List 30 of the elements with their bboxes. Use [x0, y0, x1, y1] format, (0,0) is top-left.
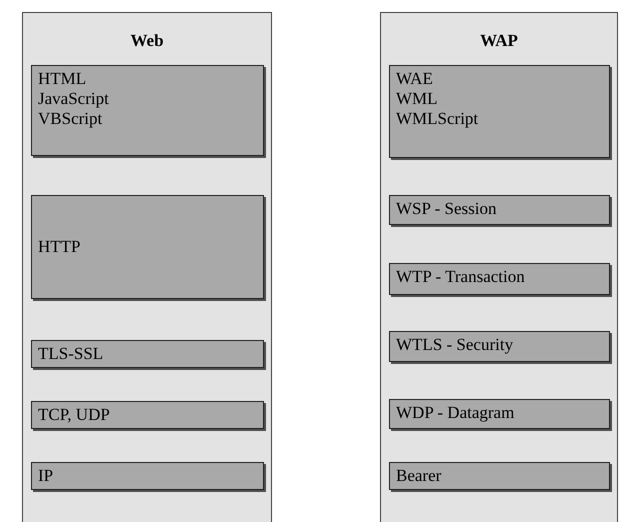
protocol-layer-box — [389, 331, 610, 362]
layer-label: Bearer — [396, 466, 442, 486]
panel-title: WAP — [479, 31, 519, 51]
layer-label: WTLS - Security — [396, 335, 514, 355]
layer-label: TLS-SSL — [38, 344, 104, 364]
protocol-layer-box — [31, 65, 264, 156]
panel-title: Web — [129, 31, 165, 51]
protocol-layer-box — [31, 195, 264, 299]
layer-label: HTML — [38, 69, 88, 89]
layer-label: TCP, UDP — [38, 405, 111, 425]
protocol-layer-box — [389, 399, 610, 429]
protocol-layer-box — [389, 195, 610, 225]
protocol-layer-box — [31, 401, 264, 429]
protocol-layer-box — [31, 462, 264, 490]
layer-label: HTTP — [38, 237, 82, 257]
layer-label: WMLScript — [396, 109, 480, 129]
stack-panel — [22, 12, 272, 522]
layer-label: WDP - Datagram — [396, 403, 516, 423]
layer-label: JavaScript — [38, 89, 110, 109]
protocol-layer-box — [389, 65, 610, 158]
layer-label: VBScript — [38, 109, 104, 129]
layer-label: WAE — [396, 69, 434, 89]
stack-panel — [380, 12, 618, 522]
layer-label: WSP - Session — [396, 199, 498, 219]
protocol-layer-box — [389, 462, 610, 490]
layer-label: WML — [396, 89, 439, 109]
layer-label: WTP - Transaction — [396, 267, 526, 287]
layer-label: IP — [38, 466, 54, 486]
protocol-layer-box — [389, 263, 610, 295]
protocol-layer-box — [31, 340, 264, 368]
